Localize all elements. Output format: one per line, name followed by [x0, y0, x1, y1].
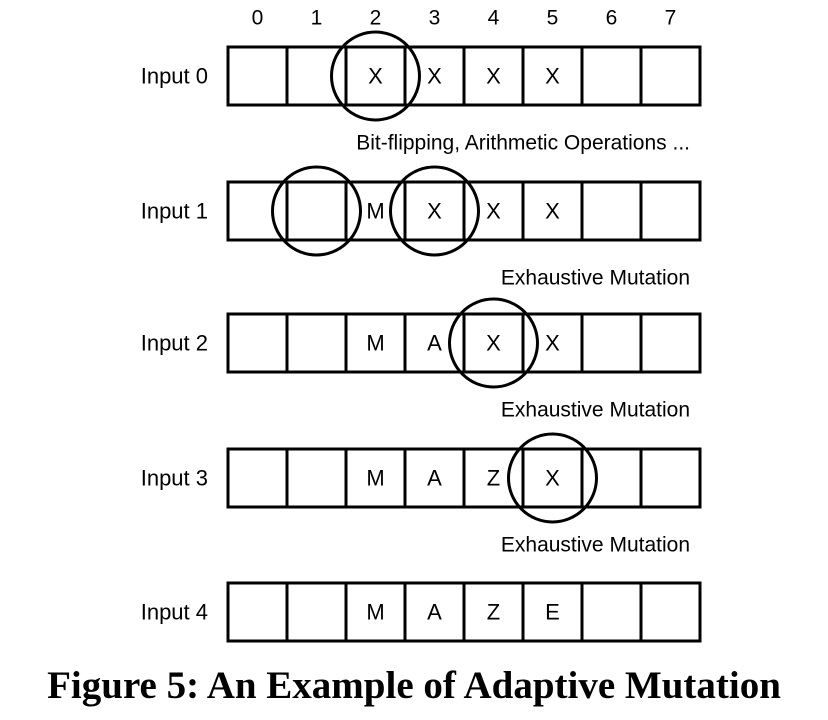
byte-cell-4 — [462, 581, 525, 643]
byte-value: X — [368, 64, 383, 89]
column-index-4: 4 — [488, 7, 500, 30]
byte-cell-1 — [285, 447, 348, 509]
column-index-1: 1 — [311, 7, 323, 30]
byte-value: X — [486, 199, 501, 224]
mutation-target-circle — [448, 297, 539, 389]
byte-cell-7 — [639, 312, 702, 374]
row-label: Input 3 — [141, 466, 208, 491]
byte-value: M — [366, 331, 384, 356]
byte-value: X — [545, 199, 560, 224]
column-index-6: 6 — [606, 7, 618, 30]
byte-cell-5 — [521, 447, 584, 509]
mutation-strategy-note: Exhaustive Mutation — [501, 399, 690, 422]
byte-cell-7 — [639, 581, 702, 643]
row-label: Input 1 — [141, 199, 208, 224]
byte-cell-6 — [580, 180, 643, 242]
column-index-7: 7 — [665, 7, 677, 30]
byte-cell-2 — [344, 312, 407, 374]
byte-cell-2 — [344, 447, 407, 509]
byte-value: A — [427, 331, 442, 356]
byte-cell-5 — [521, 45, 584, 107]
byte-cell-4 — [462, 312, 525, 374]
input-row-4: Input 4 M A Z E — [141, 581, 702, 643]
figure-caption: Figure 5: An Example of Adaptive Mutatio… — [47, 664, 781, 707]
column-index-2: 2 — [370, 7, 382, 30]
byte-value: X — [545, 331, 560, 356]
byte-cell-0 — [226, 581, 289, 643]
byte-cell-5 — [521, 180, 584, 242]
byte-value: X — [427, 64, 442, 89]
byte-cell-6 — [580, 581, 643, 643]
byte-cell-1 — [285, 312, 348, 374]
column-index-3: 3 — [429, 7, 441, 30]
byte-value: Z — [487, 466, 500, 491]
mutation-strategy-note: Exhaustive Mutation — [501, 267, 690, 290]
mutation-target-circle — [389, 165, 480, 257]
column-index-5: 5 — [547, 7, 559, 30]
byte-cell-6 — [580, 312, 643, 374]
byte-cell-3 — [403, 447, 466, 509]
mutation-target-circle — [507, 432, 598, 524]
byte-cell-3 — [403, 581, 466, 643]
byte-value: X — [486, 331, 501, 356]
mutation-strategy-note: Exhaustive Mutation — [501, 534, 690, 557]
byte-cell-2 — [344, 581, 407, 643]
byte-cell-0 — [226, 447, 289, 509]
byte-cell-5 — [521, 581, 584, 643]
byte-value: X — [545, 64, 560, 89]
byte-cell-0 — [226, 312, 289, 374]
byte-cell-7 — [639, 180, 702, 242]
byte-cell-0 — [226, 45, 289, 107]
byte-cell-2 — [344, 45, 407, 107]
byte-cell-7 — [639, 447, 702, 509]
byte-value: M — [366, 199, 384, 224]
byte-value: E — [545, 600, 560, 625]
byte-cell-1 — [285, 581, 348, 643]
byte-value: X — [427, 199, 442, 224]
byte-value: M — [366, 466, 384, 491]
column-index-0: 0 — [252, 7, 264, 30]
byte-value: M — [366, 600, 384, 625]
input-row-0: Input 0 X X X X Bit-flipping, Arithmetic Oper… — [141, 30, 702, 155]
row-label: Input 2 — [141, 331, 208, 356]
input-row-3: Input 3 M A Z X Exhaustive Mutation — [141, 432, 702, 557]
byte-cell-7 — [639, 45, 702, 107]
row-label: Input 0 — [141, 64, 208, 89]
mutation-strategy-note: Bit-flipping, Arithmetic Operations ... — [356, 132, 690, 155]
mutation-target-circle — [271, 165, 362, 257]
input-row-2: Input 2 M A X X Exhaustive Mutation — [141, 297, 702, 422]
row-label: Input 4 — [141, 600, 208, 625]
byte-value: X — [545, 466, 560, 491]
byte-value: A — [427, 600, 442, 625]
byte-value: A — [427, 466, 442, 491]
input-row-1: Input 1 M X X X Exhaustive Mutation — [141, 165, 702, 290]
byte-value: Z — [487, 600, 500, 625]
mutation-target-circle — [330, 30, 421, 122]
byte-cell-6 — [580, 45, 643, 107]
byte-cell-3 — [403, 180, 466, 242]
byte-cell-1 — [285, 180, 348, 242]
byte-value: X — [486, 64, 501, 89]
